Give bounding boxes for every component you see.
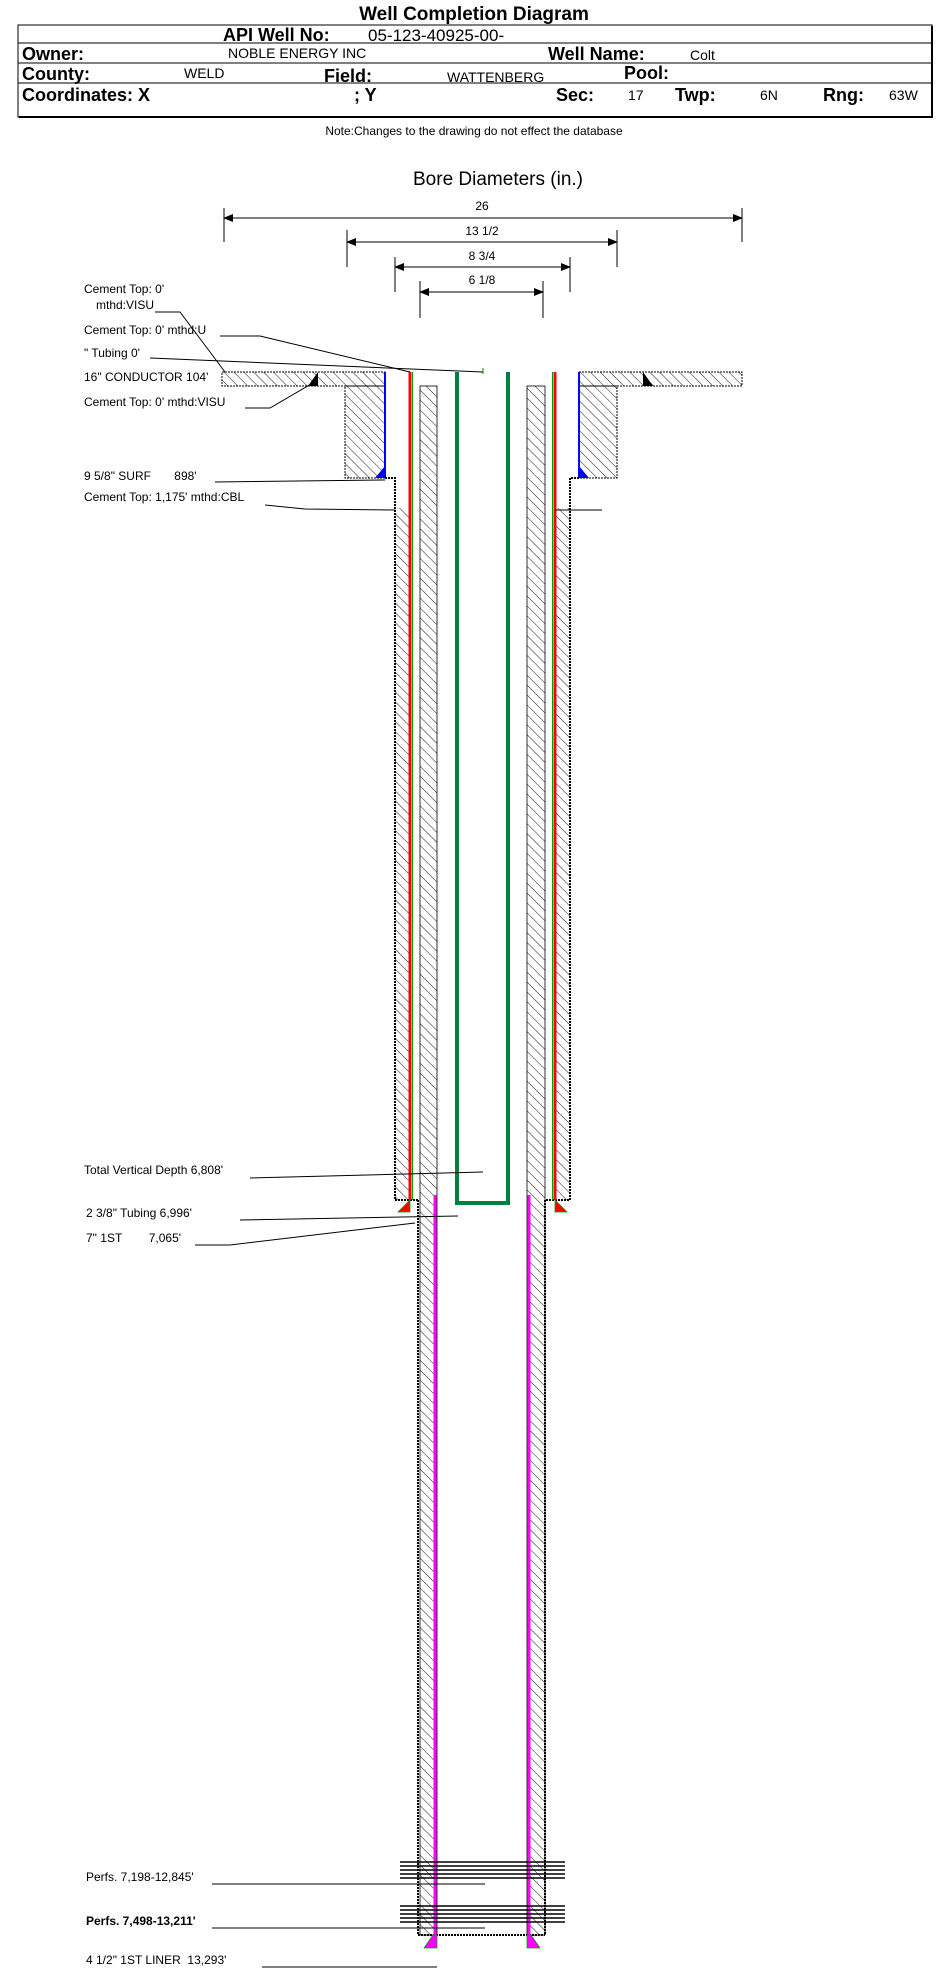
label-perfs-2: Perfs. 7,498-13,211': [86, 1914, 196, 1928]
conductor-right: [578, 371, 743, 387]
label-cement-top-1: Cement Top: 0': [84, 282, 164, 296]
page-title: Well Completion Diagram: [359, 4, 589, 25]
label-surface-casing: 9 5/8" SURF 898': [84, 469, 197, 483]
twp-value: 6N: [760, 87, 778, 103]
wellbore: [221, 368, 743, 1949]
dimension-6-1-8: 6 1/8: [469, 273, 496, 287]
diagram-title: Bore Diameters (in.): [413, 169, 583, 190]
casing-cement-left: [395, 508, 409, 1200]
sec-label: Sec:: [556, 85, 594, 105]
field-label: Field:: [324, 66, 372, 86]
label-tubing: 2 3/8" Tubing 6,996': [86, 1206, 192, 1220]
coord-x-label: Coordinates: X: [22, 85, 150, 105]
label-conductor: 16" CONDUCTOR 104': [84, 370, 208, 384]
sec-value: 17: [628, 87, 644, 103]
label-liner: 4 1/2" 1ST LINER 13,293': [86, 1953, 226, 1967]
label-tubing-top: " Tubing 0': [84, 346, 140, 360]
county-value: WELD: [184, 65, 224, 81]
surface-cement-right: [578, 385, 618, 479]
well-name-value: Colt: [690, 47, 715, 63]
owner-label: Owner:: [22, 44, 84, 64]
leader-lines: [149, 311, 602, 1968]
well-name-label: Well Name:: [548, 44, 645, 64]
label-cement-top-2: Cement Top: 0' mthd:U: [84, 323, 206, 337]
note: Note:Changes to the drawing do not effec…: [325, 124, 623, 138]
api-value: 05-123-40925-00-: [368, 26, 504, 45]
dimension-13-1-2: 13 1/2: [465, 224, 499, 238]
perforations-2: [400, 1905, 565, 1923]
label-cement-top-4: Cement Top: 1,175' mthd:CBL: [84, 490, 244, 504]
pool-label: Pool:: [624, 63, 669, 83]
conductor-left: [221, 371, 386, 387]
county-label: County:: [22, 64, 90, 84]
api-label: API Well No:: [223, 25, 330, 45]
dimension-26: 26: [475, 199, 489, 213]
tubing: [455, 372, 510, 1205]
twp-label: Twp:: [675, 85, 716, 105]
surface-cement-left: [344, 385, 386, 479]
label-cement-top-1-method: mthd:VISU: [96, 298, 154, 312]
rng-value: 63W: [889, 87, 919, 103]
owner-value: NOBLE ENERGY INC: [228, 45, 366, 61]
label-casing: 7" 1ST 7,065': [86, 1231, 181, 1245]
coord-y-label: ; Y: [354, 85, 377, 105]
casing-cement-right: [555, 508, 570, 1200]
label-total-vertical-depth: Total Vertical Depth 6,808': [84, 1163, 223, 1177]
label-perfs-1: Perfs. 7,198-12,845': [86, 1870, 194, 1884]
label-cement-top-3: Cement Top: 0' mthd:VISU: [84, 395, 225, 409]
field-value: WATTENBERG: [447, 69, 544, 85]
perforations-1: [400, 1861, 565, 1879]
dimension-8-3-4: 8 3/4: [469, 249, 496, 263]
rng-label: Rng:: [823, 85, 864, 105]
dimension-lines: [223, 208, 743, 318]
